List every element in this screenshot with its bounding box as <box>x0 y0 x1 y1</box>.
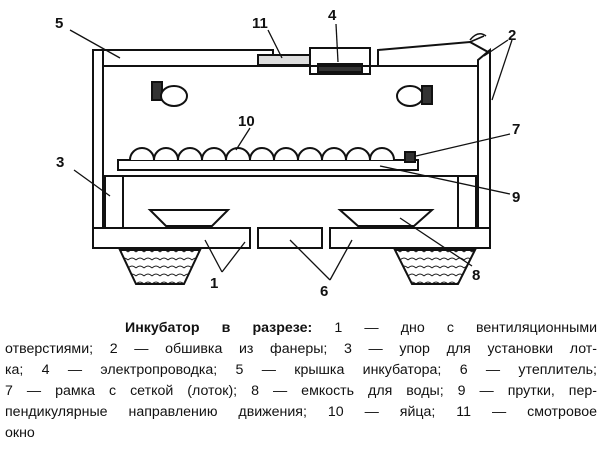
lamp-left <box>151 81 188 107</box>
tray-frame <box>117 159 419 171</box>
label-4: 4 <box>328 7 337 24</box>
label-5: 5 <box>55 15 63 32</box>
caption-line: 7 — рамка с сеткой (лоток); 8 — емкость … <box>5 383 597 399</box>
label-10: 10 <box>238 113 255 130</box>
label-11: 11 <box>252 15 268 32</box>
caption-line: окно <box>5 425 35 441</box>
label-2: 2 <box>508 27 516 44</box>
caption-line: 1 — дно с вентиляционными <box>312 320 597 336</box>
water-dish-left <box>147 209 231 227</box>
leader-lines <box>69 23 513 281</box>
figure-caption: Инкубатор в разрезе: 1 — дно с вентиляци… <box>5 318 597 444</box>
caption-line: ка; 4 — электропроводка; 5 — крышка инку… <box>5 362 597 378</box>
leg-right <box>393 249 477 285</box>
caption-line: отверстиями; 2 — обшивка из фанеры; 3 — … <box>5 341 597 357</box>
insulation <box>257 227 323 249</box>
eggs <box>129 147 395 161</box>
label-1: 1 <box>210 275 218 292</box>
right-wall <box>477 47 491 249</box>
label-7: 7 <box>512 121 520 138</box>
floor-right <box>329 227 491 249</box>
leg-left <box>118 249 202 285</box>
lid-right <box>377 40 489 67</box>
label-9: 9 <box>512 189 520 206</box>
floor-left <box>92 227 251 249</box>
label-6: 6 <box>320 283 328 300</box>
caption-title: Инкубатор в разрезе: <box>125 320 313 336</box>
incubator-cross-section-diagram: 5 11 4 2 10 7 3 9 8 1 6 <box>55 7 520 300</box>
lamp-right <box>396 85 433 107</box>
tray-stop-left <box>104 175 124 229</box>
caption-line: пендикулярные направлению движения; 10 —… <box>5 404 597 420</box>
left-wall <box>92 49 104 249</box>
water-dish-right <box>337 209 435 227</box>
label-8: 8 <box>472 267 480 284</box>
label-3: 3 <box>56 154 64 171</box>
